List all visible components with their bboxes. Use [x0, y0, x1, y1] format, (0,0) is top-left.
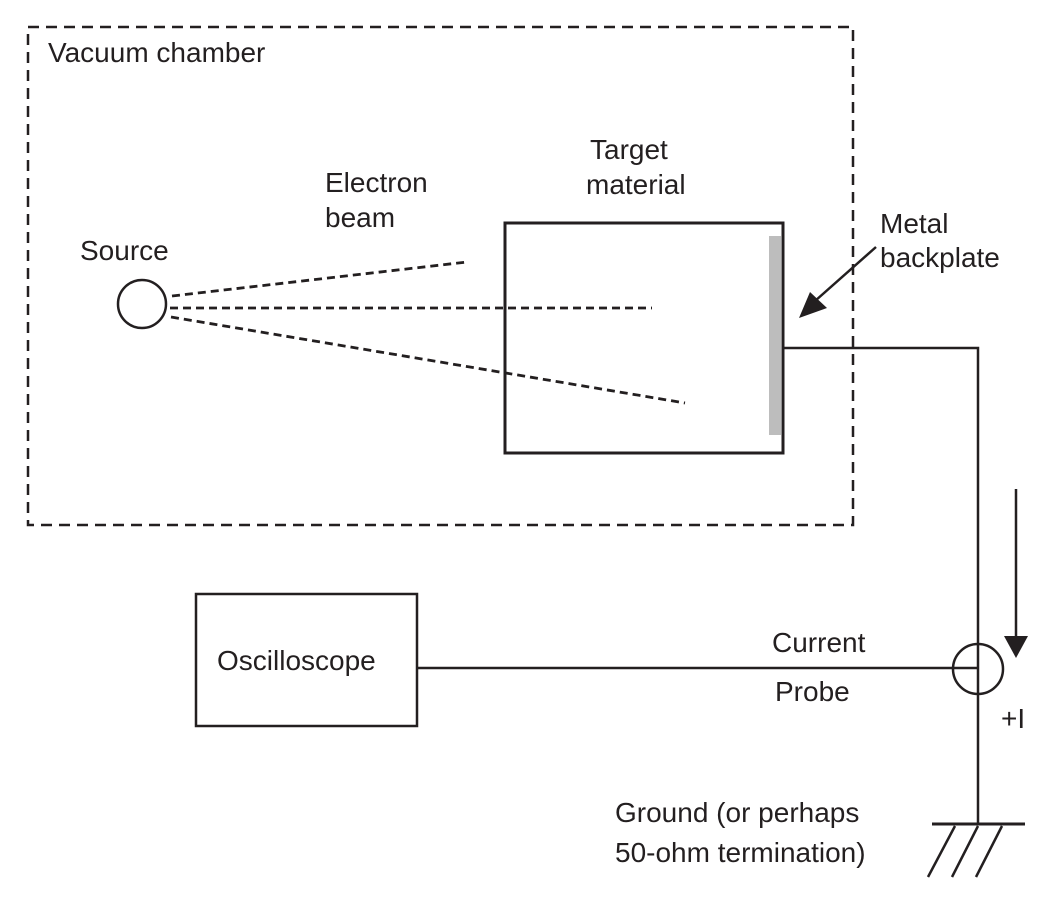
metal-backplate-label-line1: Metal [880, 208, 948, 239]
current-probe-label-line2: Probe [775, 676, 850, 707]
current-probe-circle [951, 642, 1005, 696]
vacuum-chamber-outline [26, 25, 855, 527]
backplate-to-ground-wire [782, 346, 980, 824]
oscilloscope-label: Oscilloscope [217, 645, 376, 676]
ground-label-line1: Ground (or perhaps [615, 797, 859, 828]
ground-hatch-2 [950, 825, 980, 878]
ground-hatch-3 [974, 825, 1004, 878]
ground-label-line2: 50-ohm termination) [615, 837, 866, 868]
backplate-pointer-arrowhead-icon [799, 292, 827, 318]
oscilloscope-box [194, 592, 419, 728]
vacuum-chamber-label: Vacuum chamber [48, 37, 265, 68]
current-probe-label-line1: Current [772, 627, 866, 658]
metal-backplate-label-line2: backplate [880, 242, 1000, 273]
electron-beam-ray-bottom [170, 315, 686, 405]
source-circle [116, 278, 168, 330]
ground-hatch-1 [926, 825, 957, 878]
electron-beam-label-line2: beam [325, 202, 395, 233]
current-direction-arrowhead-icon [1004, 636, 1028, 658]
electron-beam-label-line1: Electron [325, 167, 428, 198]
target-material-box [503, 221, 785, 455]
source-label: Source [80, 235, 169, 266]
backplate-pointer-line [814, 246, 877, 302]
current-direction-label: +I [1001, 703, 1025, 734]
target-material-label-line2: material [586, 169, 686, 200]
metal-backplate-strip [769, 236, 781, 435]
target-material-label-line1: Target [590, 134, 668, 165]
electron-beam-ray-top [171, 260, 468, 298]
